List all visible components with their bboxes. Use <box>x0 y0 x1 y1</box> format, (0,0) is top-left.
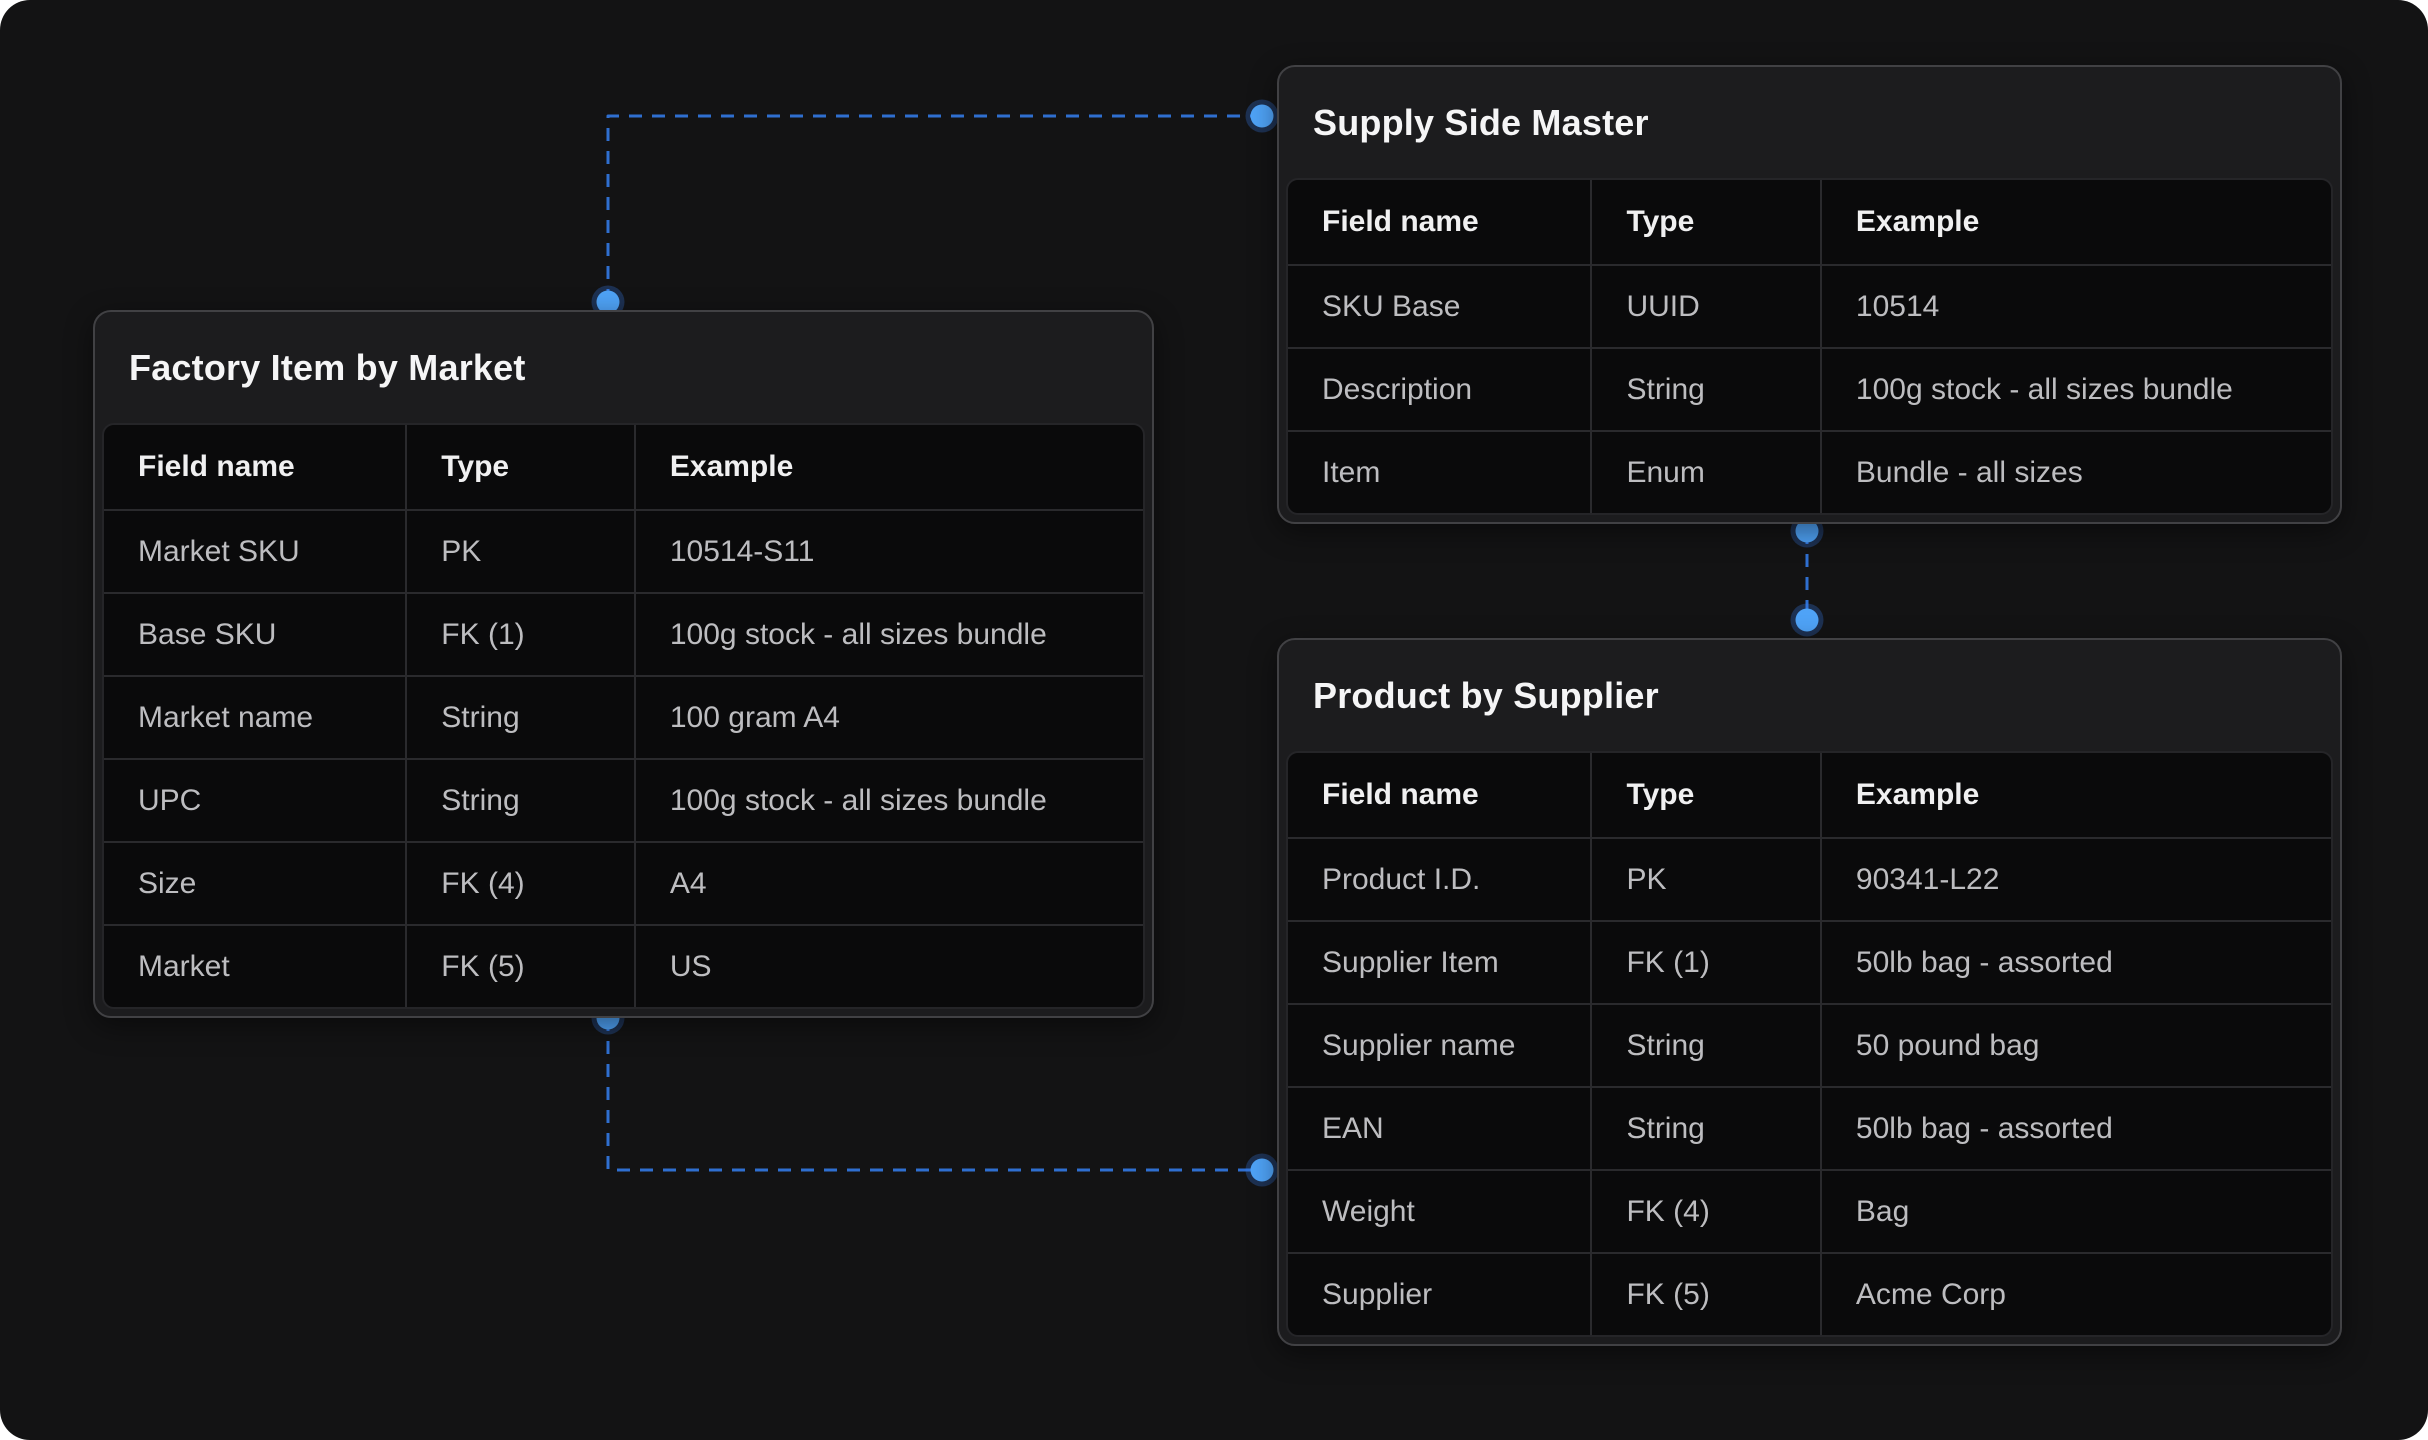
column-header-field-name: Field name <box>1322 778 1479 811</box>
cell-example: 10514 <box>1819 264 2331 347</box>
cell-type: FK (1) <box>1590 920 1820 1003</box>
cell-field-name: SKU Base <box>1288 264 1591 347</box>
cell-type: FK (4) <box>405 841 634 924</box>
cell-type: PK <box>405 509 634 592</box>
cell-example: 50lb bag - assorted <box>1819 920 2331 1003</box>
table-card-product-by-supplier[interactable]: Product by Supplier Field name Type Exam… <box>1277 638 2342 1346</box>
table-row: Supplier name String 50 pound bag <box>1288 1003 2331 1086</box>
table-row: Product I.D. PK 90341-L22 <box>1288 837 2331 920</box>
cell-type: String <box>405 758 634 841</box>
cell-field-name: Market <box>104 924 406 1007</box>
table-row: Supplier Item FK (1) 50lb bag - assorted <box>1288 920 2331 1003</box>
header-row: Field name Type Example <box>1288 180 2331 264</box>
cell-type: String <box>1590 1003 1820 1086</box>
column-header-field-name: Field name <box>138 450 295 483</box>
table-title: Product by Supplier <box>1313 674 1659 716</box>
cell-field-name: Market name <box>104 675 406 758</box>
column-header-type: Type <box>405 425 634 509</box>
cell-type: FK (5) <box>405 924 634 1007</box>
table-title: Factory Item by Market <box>129 346 526 388</box>
connector-dot[interactable] <box>1790 603 1824 637</box>
cell-example: A4 <box>633 841 1143 924</box>
cell-example: 50 pound bag <box>1819 1003 2331 1086</box>
cell-field-name: Description <box>1288 347 1591 430</box>
cell-field-name: Item <box>1288 430 1591 513</box>
cell-example: 100g stock - all sizes bundle <box>1819 347 2331 430</box>
cell-example: Acme Corp <box>1819 1252 2331 1335</box>
cell-type: String <box>1590 1086 1820 1169</box>
table-title: Supply Side Master <box>1313 101 1649 143</box>
cell-example: Bundle - all sizes <box>1819 430 2331 513</box>
table-row: EAN String 50lb bag - assorted <box>1288 1086 2331 1169</box>
cell-example: 100 gram A4 <box>633 675 1143 758</box>
column-header-example: Example <box>633 425 1143 509</box>
cell-field-name: UPC <box>104 758 406 841</box>
table-body: Field name Type Example SKU Base UUID 10… <box>1286 178 2333 515</box>
table-card-supply-side-master[interactable]: Supply Side Master Field name Type Examp… <box>1277 65 2342 524</box>
table-row: Market SKU PK 10514-S11 <box>104 509 1143 592</box>
column-header-field-name: Field name <box>1322 205 1479 238</box>
cell-example: 100g stock - all sizes bundle <box>633 758 1143 841</box>
table-body: Field name Type Example Product I.D. PK … <box>1286 751 2333 1337</box>
connector-factory-to-product <box>591 1001 1279 1187</box>
cell-field-name: Weight <box>1288 1169 1591 1252</box>
cell-type: PK <box>1590 837 1820 920</box>
cell-field-name: Size <box>104 841 406 924</box>
cell-type: Enum <box>1590 430 1820 513</box>
table-row: Supplier FK (5) Acme Corp <box>1288 1252 2331 1335</box>
cell-example: 10514-S11 <box>633 509 1143 592</box>
connector-line <box>606 1018 1262 1172</box>
table-row: Size FK (4) A4 <box>104 841 1143 924</box>
cell-type: FK (5) <box>1590 1252 1820 1335</box>
table-row: Market name String 100 gram A4 <box>104 675 1143 758</box>
cell-field-name: Supplier Item <box>1288 920 1591 1003</box>
table-row: SKU Base UUID 10514 <box>1288 264 2331 347</box>
connector-dot[interactable] <box>1245 99 1279 133</box>
connector-dot[interactable] <box>1245 1153 1279 1187</box>
table-card-factory-item-by-market[interactable]: Factory Item by Market Field name Type E… <box>93 310 1154 1018</box>
cell-field-name: Supplier name <box>1288 1003 1591 1086</box>
column-header-type: Type <box>1590 180 1819 264</box>
cell-type: FK (1) <box>405 592 634 675</box>
cell-type: String <box>1590 347 1820 430</box>
connector-factory-to-supply <box>591 99 1279 319</box>
header-row: Field name Type Example <box>1288 753 2331 837</box>
cell-field-name: Supplier <box>1288 1252 1591 1335</box>
connector-line <box>606 114 1262 302</box>
table-row: Base SKU FK (1) 100g stock - all sizes b… <box>104 592 1143 675</box>
table-row: Market FK (5) US <box>104 924 1143 1007</box>
cell-type: UUID <box>1590 264 1820 347</box>
cell-field-name: EAN <box>1288 1086 1591 1169</box>
table-row: Description String 100g stock - all size… <box>1288 347 2331 430</box>
cell-type: String <box>405 675 634 758</box>
cell-example: US <box>633 924 1143 1007</box>
cell-type: FK (4) <box>1590 1169 1820 1252</box>
cell-field-name: Market SKU <box>104 509 406 592</box>
table-row: Weight FK (4) Bag <box>1288 1169 2331 1252</box>
connector-supply-to-product <box>1790 514 1824 637</box>
cell-example: Bag <box>1819 1169 2331 1252</box>
column-header-type: Type <box>1590 753 1819 837</box>
table-row: UPC String 100g stock - all sizes bundle <box>104 758 1143 841</box>
column-header-example: Example <box>1819 753 2331 837</box>
cell-example: 90341-L22 <box>1819 837 2331 920</box>
cell-field-name: Product I.D. <box>1288 837 1591 920</box>
table-body: Field name Type Example Market SKU PK 10… <box>102 423 1145 1009</box>
cell-example: 100g stock - all sizes bundle <box>633 592 1143 675</box>
header-row: Field name Type Example <box>104 425 1143 509</box>
column-header-example: Example <box>1819 180 2331 264</box>
table-row: Item Enum Bundle - all sizes <box>1288 430 2331 513</box>
cell-field-name: Base SKU <box>104 592 406 675</box>
cell-example: 50lb bag - assorted <box>1819 1086 2331 1169</box>
